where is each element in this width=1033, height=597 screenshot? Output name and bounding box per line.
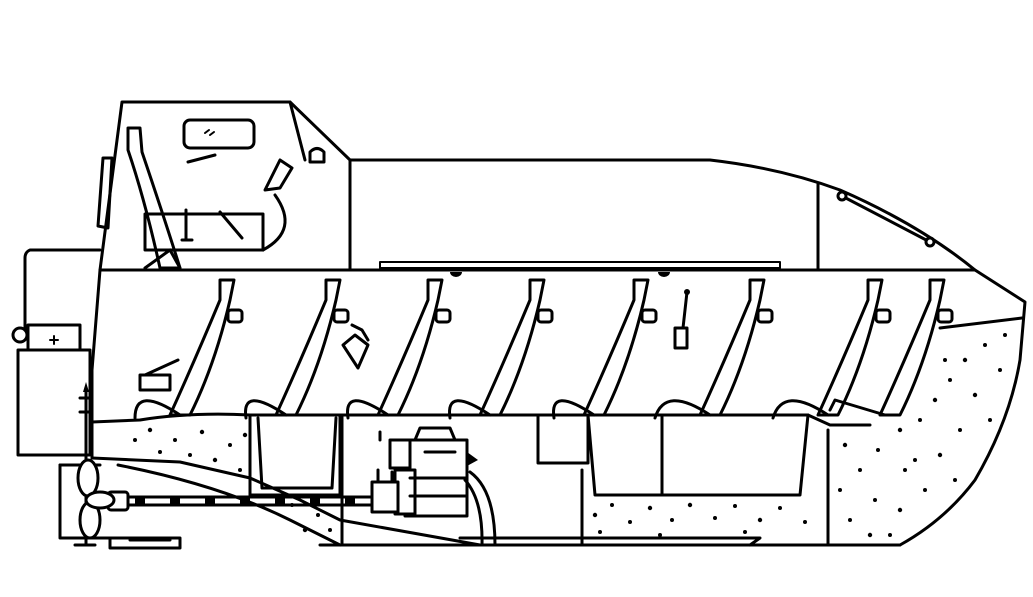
keel [458, 536, 762, 547]
flotation-foam-dots [133, 333, 1007, 538]
rudder-propeller [58, 382, 182, 550]
window-icon [182, 118, 256, 150]
helm-station [96, 118, 326, 270]
engine [370, 426, 497, 547]
canopy [98, 100, 977, 277]
bilge-pump-handle-icon [673, 326, 689, 350]
fire-extinguisher-icon [341, 333, 370, 370]
stern-fittings [11, 248, 180, 457]
seats [133, 278, 954, 420]
propeller-icon [76, 458, 100, 498]
bench-and-lockers [90, 412, 872, 547]
fittings [341, 289, 690, 370]
propeller-shaft [106, 490, 374, 512]
throttle-lever-icon [263, 158, 294, 192]
